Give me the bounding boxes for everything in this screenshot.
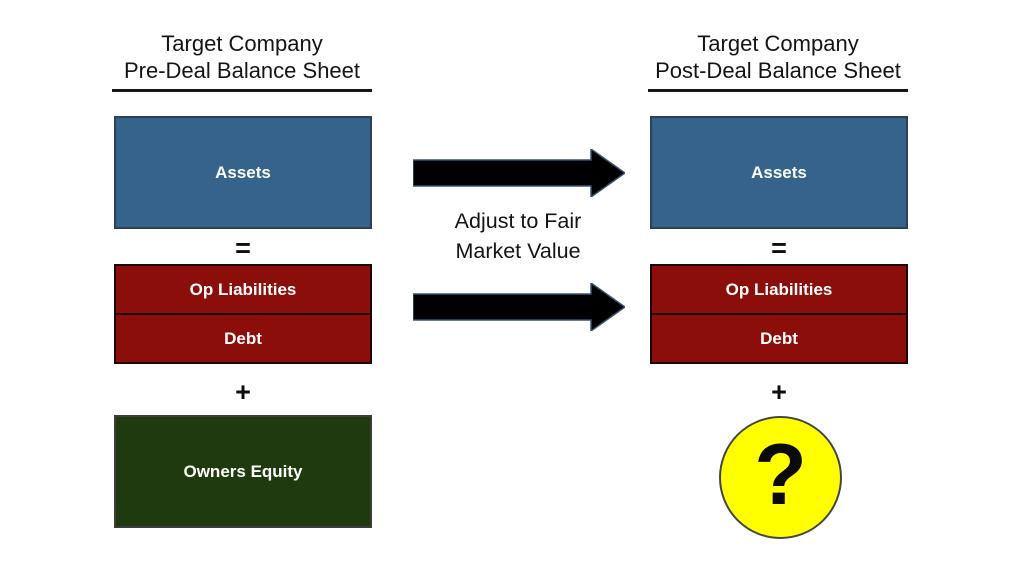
pre-deal-assets-box: Assets (114, 116, 372, 229)
post-deal-op-liabilities-label: Op Liabilities (725, 279, 833, 299)
pre-deal-op-liabilities-label: Op Liabilities (189, 279, 297, 299)
post-deal-equals-sign: = (771, 233, 787, 263)
arrow-right-icon-top (413, 149, 625, 197)
pre-deal-title-line2: Pre-Deal Balance Sheet (123, 58, 361, 83)
post-deal-debt-label: Debt (760, 328, 798, 348)
pre-deal-op-liabilities-cell: Op Liabilities (116, 266, 370, 315)
arrow-right-icon-bottom (413, 283, 625, 331)
post-deal-assets-box: Assets (650, 116, 908, 229)
pre-deal-owners-equity-box: Owners Equity (114, 415, 372, 528)
pre-deal-title: Target Company Pre-Deal Balance Sheet (112, 30, 372, 92)
post-deal-plus-sign: + (771, 377, 787, 407)
pre-deal-debt-cell: Debt (116, 315, 370, 362)
post-deal-title-line1: Target Company (697, 31, 859, 56)
pre-deal-owners-equity-label: Owners Equity (183, 461, 303, 481)
post-deal-op-liabilities-cell: Op Liabilities (652, 266, 906, 315)
pre-deal-debt-label: Debt (224, 328, 262, 348)
pre-deal-equals-sign: = (235, 233, 251, 263)
pre-deal-plus-sign: + (235, 377, 251, 407)
pre-deal-assets-label: Assets (215, 162, 271, 182)
pre-deal-liabilities-box: Op Liabilities Debt (114, 264, 372, 364)
post-deal-title-line2: Post-Deal Balance Sheet (655, 58, 901, 83)
post-deal-debt-cell: Debt (652, 315, 906, 362)
post-deal-title: Target Company Post-Deal Balance Sheet (648, 30, 908, 92)
arrow-caption-line2: Market Value (455, 239, 581, 263)
arrow-caption-line1: Adjust to Fair (454, 209, 582, 233)
question-circle: ? (719, 416, 842, 539)
arrow-caption: Adjust to Fair Market Value (408, 206, 628, 266)
pre-deal-title-line1: Target Company (161, 31, 323, 56)
question-mark: ? (754, 426, 807, 523)
post-deal-liabilities-box: Op Liabilities Debt (650, 264, 908, 364)
post-deal-assets-label: Assets (751, 162, 807, 182)
